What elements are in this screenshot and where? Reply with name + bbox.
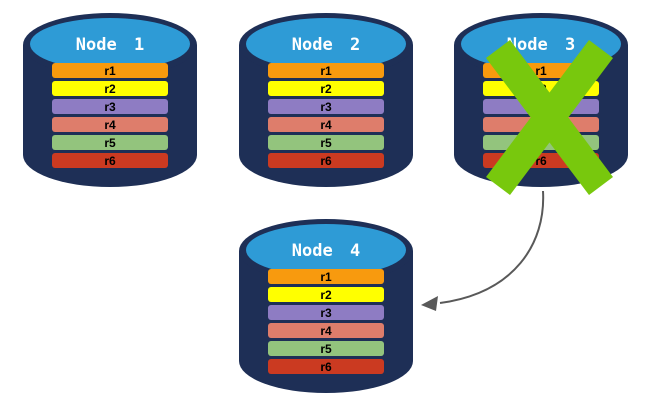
- node-4-row-r3: [268, 305, 384, 320]
- node-3: Node 3 r1 r2 r3 r4 r5 r6: [454, 13, 628, 195]
- node-4-row-r1-label: r1: [320, 270, 332, 284]
- recovery-arrow-curve: [439, 190, 545, 304]
- node-1-row-r4-label: r4: [104, 118, 116, 132]
- node-2-row-r5: [268, 135, 384, 150]
- node-4: Node 4 r1 r2 r3 r4 r5 r6: [239, 219, 413, 393]
- node-1-row-r3: [52, 99, 168, 114]
- node-1-row-r5-label: r5: [104, 136, 116, 150]
- node-2-row-r6-label: r6: [320, 154, 332, 168]
- node-1-row-r2-label: r2: [104, 82, 116, 96]
- node-4-row-r4-label: r4: [320, 324, 332, 338]
- node-4-row-r2-label: r2: [320, 288, 332, 302]
- node-2-row-r4-label: r4: [320, 118, 332, 132]
- recovery-arrow-head: [421, 296, 438, 311]
- node-4-row-r3-label: r3: [320, 306, 332, 320]
- node-1-row-r2: [52, 81, 168, 96]
- node-1-row-r6-label: r6: [104, 154, 116, 168]
- node-4-row-r2: [268, 287, 384, 302]
- node-2-cylinder-body: [239, 45, 413, 187]
- node-1-row-r1-label: r1: [104, 64, 116, 78]
- node-1-row-r5: [52, 135, 168, 150]
- node-4-cylinder-top: [246, 224, 406, 276]
- node-2-row-r4: [268, 117, 384, 132]
- node-4-row-r5-label: r5: [320, 342, 332, 356]
- node-2-row-r2: [268, 81, 384, 96]
- node-2-cylinder-top: [246, 18, 406, 70]
- node-2-row-r3-label: r3: [320, 100, 332, 114]
- node-4-title: Node 4: [292, 241, 360, 261]
- node-1-row-r1: [52, 63, 168, 78]
- node-1-row-r6: [52, 153, 168, 168]
- node-1-row-r4: [52, 117, 168, 132]
- node-2-row-r1-label: r1: [320, 64, 332, 78]
- node-2-row-r2-label: r2: [320, 82, 332, 96]
- node-4-row-r4: [268, 323, 384, 338]
- node-2-title: Node 2: [292, 35, 360, 55]
- node-1-row-r3-label: r3: [104, 100, 116, 114]
- node-4-row-r6-label: r6: [320, 360, 332, 374]
- node-3-row-r6-label: r6: [535, 154, 547, 168]
- node-2-row-r1: [268, 63, 384, 78]
- node-4-row-r1: [268, 269, 384, 284]
- failure-x-icon: [486, 39, 613, 195]
- node-4-row-r6: [268, 359, 384, 374]
- node-1-cylinder-top: [30, 18, 190, 70]
- node-4-cylinder-body: [239, 251, 413, 393]
- node-2-row-r5-label: r5: [320, 136, 332, 150]
- node-1: Node 1 r1 r2 r3 r4 r5 r6: [23, 13, 197, 187]
- node-1-title: Node 1: [76, 35, 144, 55]
- node-2-row-r3: [268, 99, 384, 114]
- node-2: Node 2 r1 r2 r3 r4 r5 r6: [239, 13, 413, 187]
- node-3-title: Node 3: [507, 35, 575, 55]
- node-3-row-r1-label: r1: [535, 64, 547, 78]
- node-2-row-r6: [268, 153, 384, 168]
- node-4-row-r5: [268, 341, 384, 356]
- node-1-cylinder-body: [23, 45, 197, 187]
